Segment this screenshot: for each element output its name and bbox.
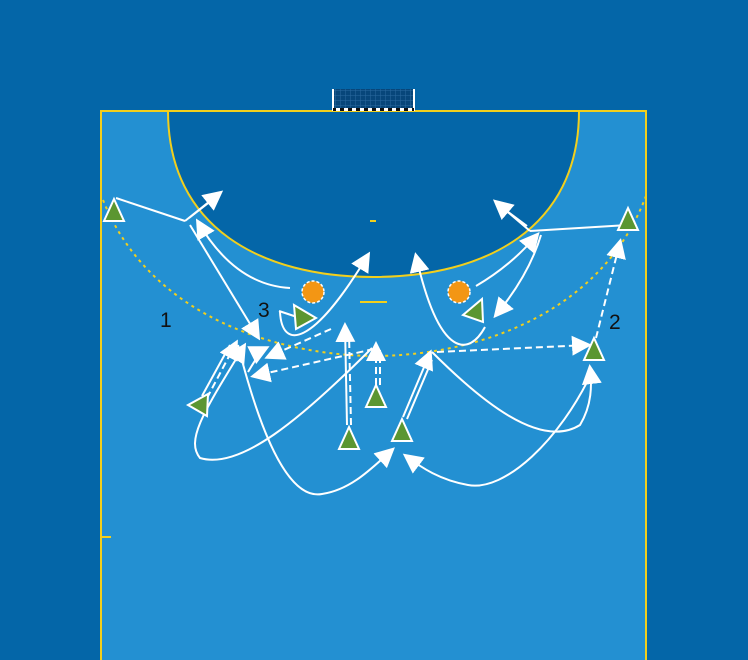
pass-arrow — [348, 331, 352, 426]
run-arrow — [431, 351, 602, 433]
shot-arrow-double — [499, 205, 528, 227]
player-center-back — [364, 382, 388, 408]
run-arrow — [194, 342, 373, 461]
run-arrow-double — [406, 359, 433, 420]
pass-arrows — [201, 238, 626, 426]
player — [390, 416, 414, 442]
goal — [332, 89, 415, 111]
pass-arrow — [436, 335, 592, 356]
pass-arrow — [264, 328, 332, 360]
player-right-wing — [616, 205, 640, 231]
label-left-wing: 1 — [160, 309, 172, 332]
player-left-wing — [102, 196, 126, 222]
ball — [447, 280, 471, 304]
player-right-back — [582, 335, 606, 361]
ball — [301, 280, 325, 304]
run-arrow — [335, 322, 356, 426]
run-arrow — [237, 344, 395, 496]
player-left-back — [185, 392, 210, 418]
shot-arrow-double — [188, 196, 217, 219]
run-line — [115, 197, 186, 222]
label-pivot: 3 — [258, 299, 270, 322]
pass-arrow — [250, 348, 375, 383]
movement-arrows — [115, 190, 629, 496]
player — [337, 424, 361, 450]
run-arrow — [189, 224, 261, 341]
run-arrow — [475, 231, 540, 287]
player — [461, 296, 485, 324]
run-arrow — [409, 252, 486, 346]
run-arrow — [402, 349, 433, 418]
label-right-wing: 2 — [609, 311, 621, 334]
run-arrow — [402, 371, 593, 487]
run-arrow — [279, 251, 371, 337]
player-pivot — [292, 303, 319, 331]
players — [102, 196, 640, 450]
pass-arrow — [595, 238, 626, 339]
run-line — [201, 344, 231, 397]
goal-area — [166, 110, 581, 279]
run-line — [529, 224, 629, 232]
run-arrow — [195, 218, 291, 289]
